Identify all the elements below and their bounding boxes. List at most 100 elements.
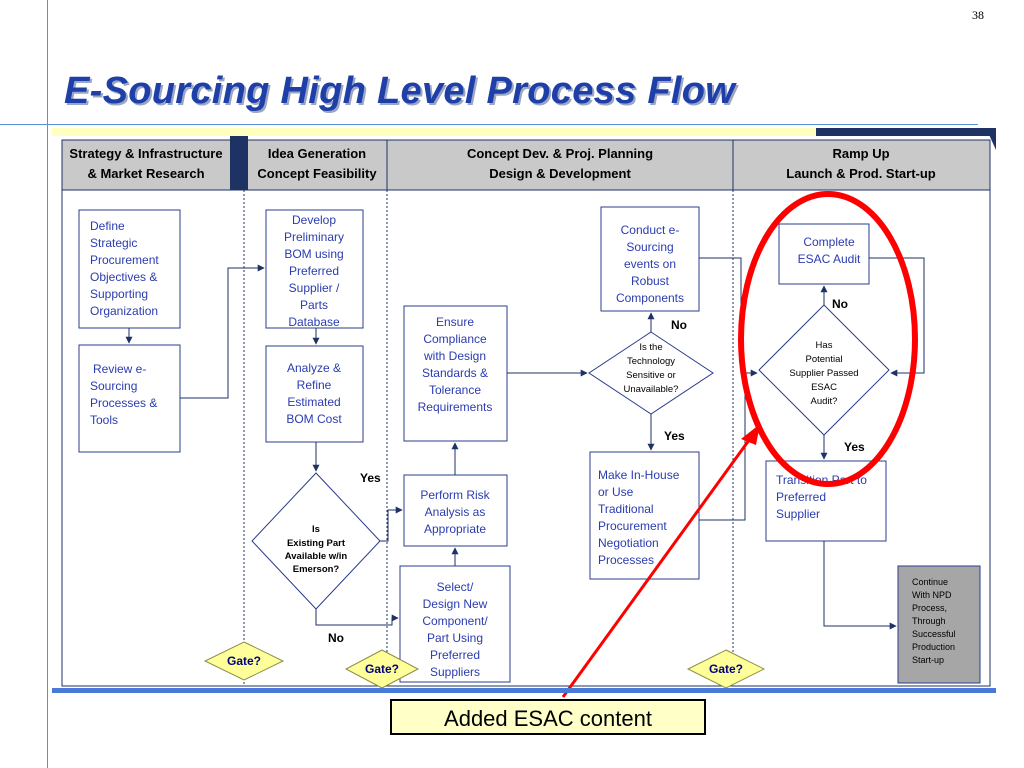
svg-text:Develop: Develop bbox=[292, 213, 336, 227]
svg-text:Is the: Is the bbox=[639, 342, 662, 353]
svg-text:Has: Has bbox=[816, 340, 833, 351]
technology-text: Is the Technology Sensitive or Unavailab… bbox=[624, 342, 679, 395]
existing-part-text: Is Existing Part Available w/in Emerson? bbox=[285, 524, 348, 575]
yes-label-existing-part: Yes bbox=[360, 471, 381, 485]
svg-text:Processes: Processes bbox=[598, 553, 654, 567]
svg-text:Processes &: Processes & bbox=[90, 396, 157, 410]
lane-header-dividers bbox=[386, 140, 734, 190]
slide-title: E-Sourcing High Level Process Flow bbox=[64, 70, 736, 112]
select-design-box bbox=[399, 565, 511, 683]
conduct-events-box bbox=[600, 206, 700, 312]
lane-dividers bbox=[243, 190, 734, 686]
continue-npd-text: Continue With NPD Process, Through Succe… bbox=[912, 577, 956, 665]
svg-text:Sensitive or: Sensitive or bbox=[626, 370, 676, 381]
highlight-ellipse bbox=[738, 191, 918, 487]
no-label-supplier-audit: No bbox=[832, 297, 848, 311]
svg-text:events on: events on bbox=[624, 257, 676, 271]
lane-header-0-line1: Strategy & Infrastructure bbox=[69, 146, 222, 161]
connector-complete-loop bbox=[869, 257, 925, 377]
lane-header-3-line1: Ramp Up bbox=[832, 146, 889, 161]
svg-text:Refine: Refine bbox=[297, 378, 332, 392]
annotation-arrowhead bbox=[741, 424, 760, 445]
svg-text:Start-up: Start-up bbox=[912, 655, 944, 665]
lane-header-2-line1: Concept Dev. & Proj. Planning bbox=[467, 146, 653, 161]
svg-text:Procurement: Procurement bbox=[90, 253, 159, 267]
svg-text:Tolerance: Tolerance bbox=[429, 383, 481, 397]
connector-make-to-audit bbox=[699, 373, 746, 521]
svg-text:Process,: Process, bbox=[912, 603, 947, 613]
complete-audit-text: Complete ESAC Audit bbox=[798, 235, 861, 266]
svg-text:Supporting: Supporting bbox=[90, 287, 148, 301]
lane-headers: Strategy & Infrastructure & Market Resea… bbox=[69, 146, 935, 181]
svg-text:Preferred: Preferred bbox=[776, 490, 826, 504]
develop-bom-text: Develop Preliminary BOM using Preferred … bbox=[284, 213, 344, 329]
connector-yes-to-risk bbox=[380, 506, 403, 542]
svg-text:Perform Risk: Perform Risk bbox=[420, 488, 490, 502]
diagram-frame bbox=[52, 128, 996, 687]
gate-label-1: Gate? bbox=[227, 654, 261, 668]
svg-text:Sourcing: Sourcing bbox=[90, 379, 137, 393]
annotation-arrow-line bbox=[561, 435, 754, 698]
svg-text:Potential: Potential bbox=[806, 354, 843, 365]
svg-text:Is: Is bbox=[312, 524, 320, 535]
bottom-accent-bar bbox=[52, 688, 996, 693]
svg-text:Compliance: Compliance bbox=[423, 332, 487, 346]
svg-text:Ensure: Ensure bbox=[436, 315, 474, 329]
svg-text:Organization: Organization bbox=[90, 304, 158, 318]
svg-text:BOM Cost: BOM Cost bbox=[286, 412, 342, 426]
conduct-events-text: Conduct e- Sourcing events on Robust Com… bbox=[616, 223, 684, 305]
svg-text:Complete: Complete bbox=[803, 235, 855, 249]
svg-text:Parts: Parts bbox=[300, 298, 328, 312]
svg-text:Production: Production bbox=[912, 642, 955, 652]
develop-bom-box bbox=[265, 209, 364, 329]
analyze-bom-text: Analyze & Refine Estimated BOM Cost bbox=[286, 361, 342, 426]
svg-text:Select/: Select/ bbox=[437, 580, 474, 594]
svg-text:or Use: or Use bbox=[598, 485, 634, 499]
svg-text:Conduct e-: Conduct e- bbox=[621, 223, 680, 237]
svg-text:Negotiation: Negotiation bbox=[598, 536, 659, 550]
connector-no-to-select bbox=[315, 609, 399, 626]
lane-header-3-line2: Launch & Prod. Start-up bbox=[786, 166, 936, 181]
svg-text:Available w/in: Available w/in bbox=[285, 551, 348, 562]
svg-text:Robust: Robust bbox=[631, 274, 670, 288]
svg-text:Audit?: Audit? bbox=[811, 396, 838, 407]
svg-text:Estimated: Estimated bbox=[287, 395, 340, 409]
svg-text:Continue: Continue bbox=[912, 577, 948, 587]
svg-text:Supplier Passed: Supplier Passed bbox=[789, 368, 858, 379]
svg-text:Through: Through bbox=[912, 616, 946, 626]
svg-text:Review e-: Review e- bbox=[93, 362, 146, 376]
gate-label-3: Gate? bbox=[709, 662, 743, 676]
svg-text:Component/: Component/ bbox=[422, 614, 488, 628]
lane-header-1-line1: Idea Generation bbox=[268, 146, 366, 161]
transition-part-box bbox=[765, 460, 887, 542]
svg-text:Define: Define bbox=[90, 219, 125, 233]
svg-text:Preferred: Preferred bbox=[430, 648, 480, 662]
define-strategic-text: Define Strategic Procurement Objectives … bbox=[90, 219, 159, 318]
svg-text:Analyze &: Analyze & bbox=[287, 361, 341, 375]
lane-header-2-line2: Design & Development bbox=[489, 166, 631, 181]
svg-text:Supplier: Supplier bbox=[776, 507, 820, 521]
select-design-text: Select/ Design New Component/ Part Using… bbox=[422, 580, 488, 679]
make-inhouse-text: Make In-House or Use Traditional Procure… bbox=[598, 468, 680, 567]
complete-audit-box bbox=[778, 223, 870, 285]
no-label-technology: No bbox=[671, 318, 687, 332]
gate-label-2: Gate? bbox=[365, 662, 399, 676]
svg-text:Unavailable?: Unavailable? bbox=[624, 384, 679, 395]
supplier-audit-text: Has Potential Supplier Passed ESAC Audit… bbox=[789, 340, 858, 407]
no-label-existing-part: No bbox=[328, 631, 344, 645]
yes-label-technology: Yes bbox=[664, 429, 685, 443]
perform-risk-box bbox=[403, 474, 508, 547]
continue-npd-box bbox=[897, 565, 981, 684]
svg-text:Database: Database bbox=[288, 315, 340, 329]
annotation-label: Added ESAC content bbox=[390, 699, 706, 735]
svg-text:BOM using: BOM using bbox=[284, 247, 343, 261]
svg-text:Traditional: Traditional bbox=[598, 502, 654, 516]
svg-text:Standards &: Standards & bbox=[422, 366, 488, 380]
gate-diamond-1 bbox=[203, 641, 285, 681]
connector-transition-to-continue bbox=[823, 541, 897, 630]
svg-text:Procurement: Procurement bbox=[598, 519, 667, 533]
svg-text:Sourcing: Sourcing bbox=[626, 240, 673, 254]
svg-text:Tools: Tools bbox=[90, 413, 118, 427]
connector-review-to-develop bbox=[180, 264, 265, 399]
